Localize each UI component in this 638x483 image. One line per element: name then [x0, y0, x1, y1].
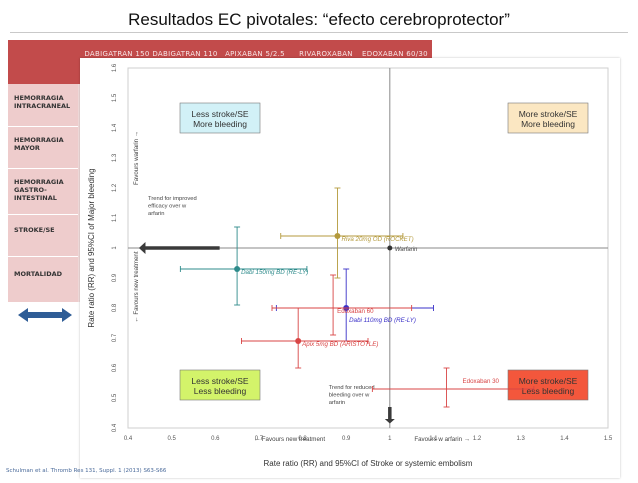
quadrant-bottom-left-box [179, 369, 261, 401]
double-arrow-icon [18, 308, 72, 322]
x-tick-label: 1.2 [473, 436, 482, 442]
x-tick-label: 1.1 [429, 436, 438, 442]
x-favours-new-label: ← Favours new treatment [254, 436, 325, 443]
data-point-label: Edoxaban 30 [463, 378, 500, 385]
x-favours-warfarin-label: Favours w arfarin → [414, 436, 470, 443]
y-tick-label: 0.5 [112, 393, 118, 402]
y-favours-warfarin-label: Favours warfarin → [133, 131, 140, 185]
data-point [295, 338, 302, 344]
data-point-label: Apix 5mg BD (ARISTOTLE) [301, 341, 378, 348]
data-point [334, 233, 341, 239]
y-favours-new-label: ← Favours new treatment [133, 251, 140, 322]
y-tick-label: 1.2 [112, 183, 118, 192]
y-tick-label: 1.4 [112, 123, 118, 132]
row-divider [8, 256, 78, 257]
left-arrow-icon [138, 242, 146, 254]
row-label-intracraneal: HEMORRAGIA INTRACRANEAL [14, 94, 71, 110]
y-tick-label: 1.6 [112, 63, 118, 72]
data-point-label: Riva 20mg OD (ROCKET) [341, 236, 413, 243]
bleeding-vs-stroke-chart: 0.4 0.5 0.6 0.7 0.8 0.9 1 1.1 1.2 1.3 1.4 1.5 0.4 0.5… [87, 63, 613, 468]
down-arrow-icon [384, 419, 395, 424]
y-tick-label: 1.3 [112, 153, 118, 162]
table-row-labels: HEMORRAGIA INTRACRANEAL HEMORRAGIA MAYOR… [8, 84, 78, 302]
y-tick-label: 0.9 [112, 273, 118, 282]
slide-title: Resultados EC pivotales: “efecto cerebro… [128, 10, 510, 29]
y-tick-label: 0.4 [112, 423, 118, 432]
row-divider [8, 126, 78, 127]
x-tick-label: 0.8 [298, 436, 307, 442]
data-point-label: Dabi 150mg BD (RE-LY) [241, 269, 308, 276]
x-tick-label: 0.6 [211, 436, 220, 442]
quadrant-bottom-right-box [507, 369, 589, 401]
x-tick-label: 1.4 [560, 436, 569, 442]
title-divider [10, 32, 628, 33]
warfarin-point [387, 245, 393, 251]
x-tick-label: 1.5 [604, 436, 613, 442]
y-tick-label: 0.8 [112, 303, 118, 312]
data-point-label: Dabi 110mg BD (RE-LY) [349, 317, 416, 324]
y-tick-label: 1 [112, 246, 118, 250]
x-tick-label: 1.3 [517, 436, 526, 442]
x-tick-label: 0.9 [342, 436, 351, 442]
row-label-mayor: HEMORRAGIA MAYOR [14, 136, 64, 152]
x-axis-title: Rate ratio (RR) and 95%CI of Stroke or s… [264, 459, 473, 468]
y-tick-label: 0.6 [112, 363, 118, 372]
x-tick-label: 1 [388, 436, 392, 442]
warfarin-label: Warfarin [395, 247, 418, 253]
quadrant-top-left-box [179, 102, 261, 134]
chart-panel: 0.4 0.5 0.6 0.7 0.8 0.9 1 1.1 1.2 1.3 1.4 1.5 0.4 0.5… [80, 58, 620, 478]
footer-reference: Schulman et al. Thromb Res 131, Suppl. 1… [6, 468, 167, 474]
x-tick-label: 0.5 [167, 436, 176, 442]
data-point [234, 266, 241, 272]
quadrant-top-right-box [507, 102, 589, 134]
y-tick-label: 1.1 [112, 213, 118, 222]
y-axis-title: Rate ratio (RR) and 95%CI of Major bleed… [87, 168, 96, 327]
row-label-mortalidad: MORTALIDAD [14, 270, 63, 278]
row-divider [8, 214, 78, 215]
x-tick-label: 0.7 [255, 436, 264, 442]
row-label-gastro: HEMORRAGIA GASTRO-INTESTINAL [14, 178, 64, 202]
row-divider [8, 168, 78, 169]
data-point-label: Edoxaban 60 [337, 308, 374, 315]
y-tick-label: 0.7 [112, 333, 118, 342]
row-label-stroke: STROKE/SE [14, 226, 55, 234]
y-tick-label: 1.5 [112, 93, 118, 102]
x-tick-label: 0.4 [124, 436, 133, 442]
